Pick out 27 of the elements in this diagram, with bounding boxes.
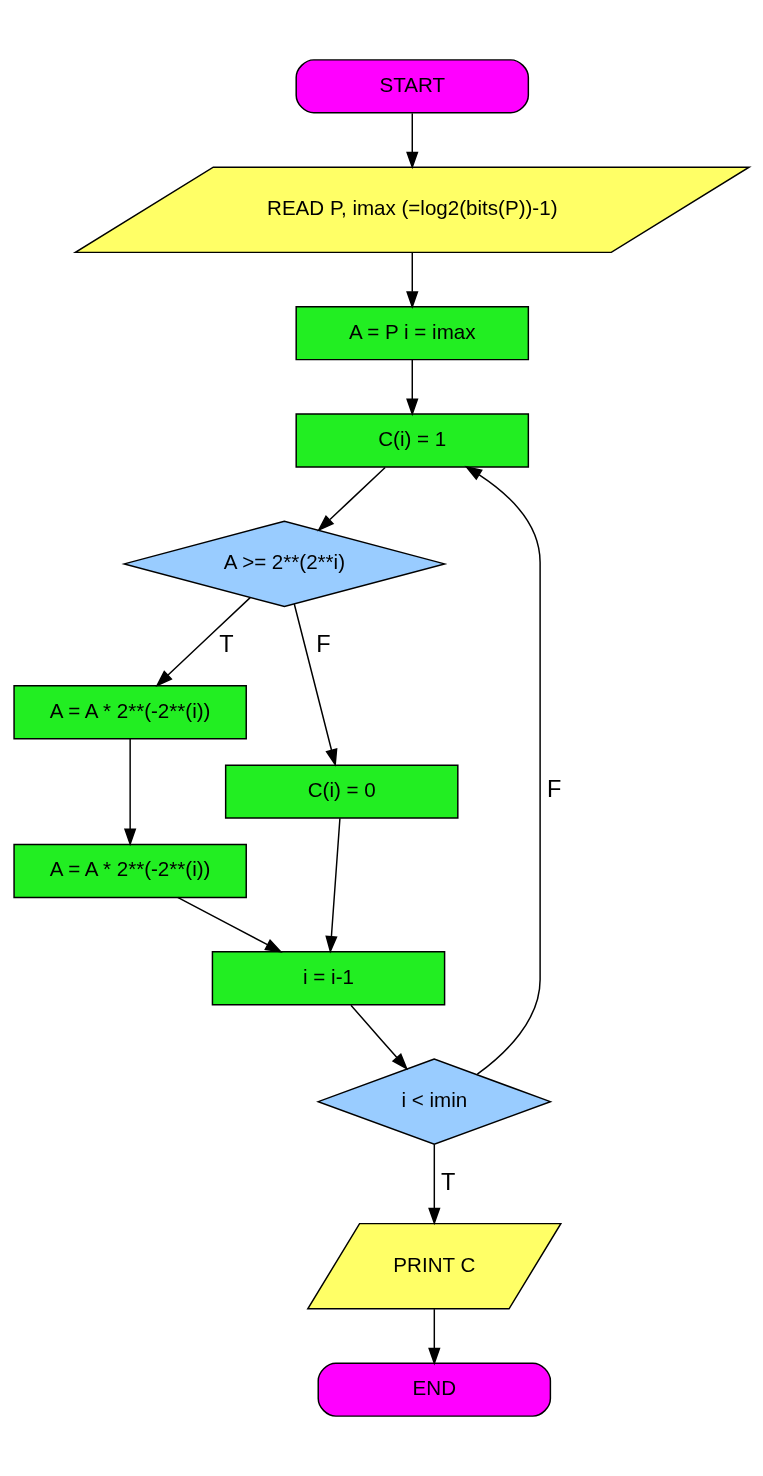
arrow: [325, 817, 341, 954]
node-diamond: A >= 2**(2**i): [121, 520, 448, 608]
arrow: [428, 1143, 441, 1226]
node-box: A = A * 2**(-2**(i)): [13, 843, 247, 899]
arrow: [406, 359, 419, 417]
arrow: [155, 596, 251, 687]
node-diamond: i < imin: [316, 1058, 553, 1146]
node-box: END: [317, 1362, 552, 1417]
arrow: [176, 896, 283, 953]
edge-label: F: [316, 630, 331, 657]
arrow: [406, 251, 419, 309]
node-box: C(i) = 0: [224, 764, 459, 819]
node-box: i = i-1: [211, 951, 446, 1006]
node-box: C(i) = 1: [295, 413, 530, 468]
node-box: A = P i = imax: [295, 306, 530, 361]
node-box: A = A * 2**(-2**(i)): [13, 685, 247, 740]
arrow: [293, 603, 338, 767]
arrow: [428, 1308, 441, 1366]
arrow: [317, 466, 386, 532]
edge-label: T: [219, 630, 234, 657]
edge-label: T: [441, 1168, 456, 1195]
arrow: [464, 465, 541, 1075]
node-box: START: [295, 59, 530, 114]
arrow: [123, 738, 137, 847]
arrow: [406, 112, 419, 170]
arrow: [350, 1004, 409, 1071]
edge-label: F: [546, 776, 562, 803]
